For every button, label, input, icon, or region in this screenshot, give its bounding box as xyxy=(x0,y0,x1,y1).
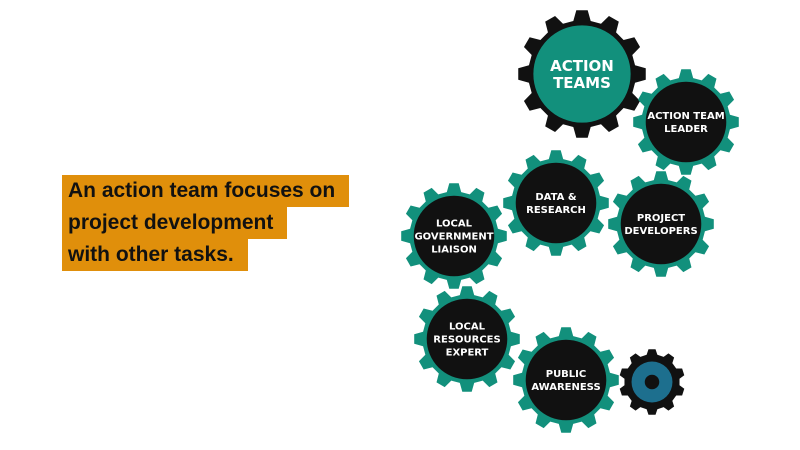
gear-label: TEAMS xyxy=(553,74,611,92)
gear-hub xyxy=(644,374,660,390)
gear-face xyxy=(525,339,607,421)
caption: An action team focuses on project develo… xyxy=(62,175,350,271)
gear-project-developers: PROJECT DEVELOPERS xyxy=(608,171,714,277)
gear-face xyxy=(533,25,631,123)
gear-label: PROJECT xyxy=(637,213,685,224)
gear-label: DEVELOPERS xyxy=(624,226,697,237)
gear-label: LIAISON xyxy=(431,245,477,256)
gear-local-resources-expert: LOCAL RESOURCES EXPERT xyxy=(414,286,520,392)
gear-label: EXPERT xyxy=(446,348,489,359)
gear-label: DATA & xyxy=(535,192,577,203)
gear-label: PUBLIC xyxy=(546,369,587,380)
caption-line-1: An action team focuses on xyxy=(62,175,350,207)
caption-line-3: with other tasks. xyxy=(62,239,248,271)
gear-action-team-leader: ACTION TEAM LEADER xyxy=(633,69,739,175)
gear-label: AWARENESS xyxy=(531,382,600,393)
gear-label: RESOURCES xyxy=(433,335,500,346)
gear-label: GOVERNMENT xyxy=(414,232,493,243)
gear-label: ACTION xyxy=(550,57,614,75)
gear-label: LOCAL xyxy=(449,322,486,333)
gear-label: RESEARCH xyxy=(526,205,586,216)
gear-face xyxy=(515,162,597,244)
gear-small-gear xyxy=(619,349,685,415)
gear-face xyxy=(413,195,495,277)
gear-public-awareness: PUBLIC AWARENESS xyxy=(513,327,619,433)
gear-label: LEADER xyxy=(664,124,708,135)
gear-face xyxy=(645,81,727,163)
gear-label: ACTION TEAM xyxy=(647,111,724,122)
gear-label: LOCAL xyxy=(436,219,473,230)
gear-face xyxy=(620,183,702,265)
gear-face xyxy=(426,298,508,380)
gear-local-government-liaison: LOCAL GOVERNMENT LIAISON xyxy=(401,183,507,289)
gear-data-research: DATA & RESEARCH xyxy=(503,150,609,256)
caption-line-2: project development xyxy=(62,207,288,239)
